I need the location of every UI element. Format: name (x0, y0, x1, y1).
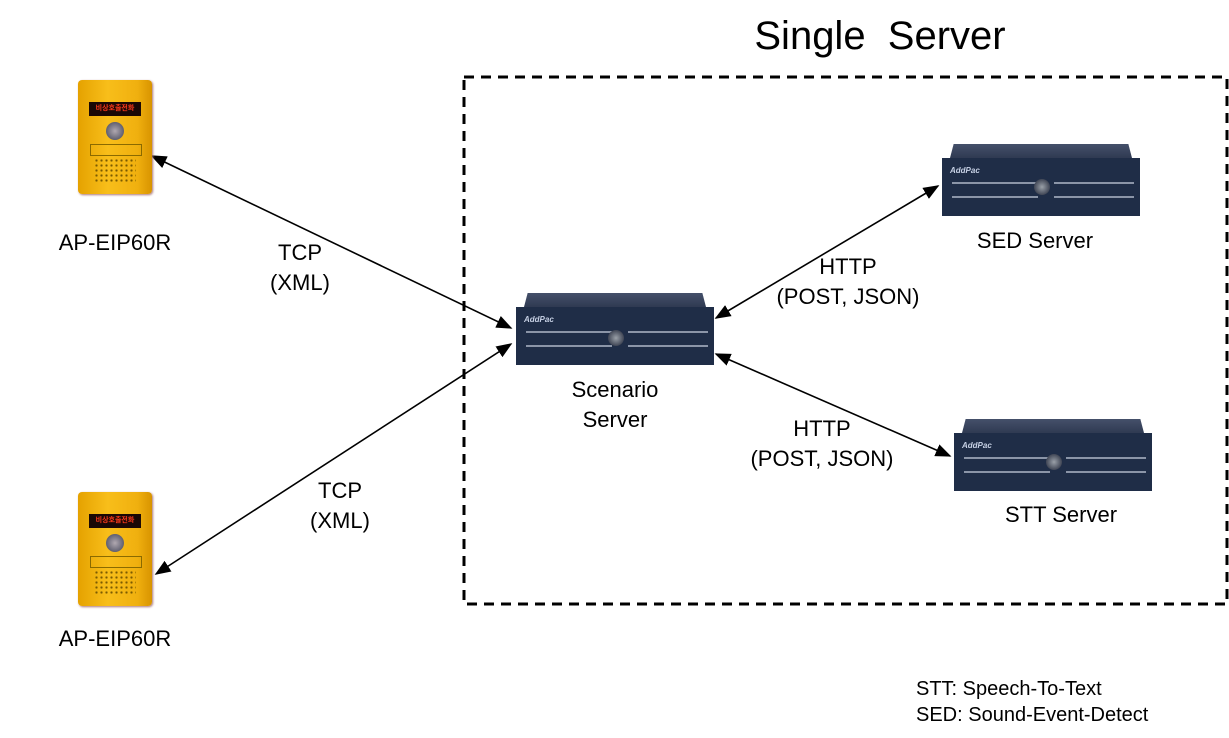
scenario-label-line1: Scenario (571, 377, 659, 402)
phone-speaker-grill-icon (94, 158, 136, 184)
server-rail (1066, 471, 1146, 473)
scenario-server-label: Scenario Server (540, 375, 690, 435)
server-power-knob-icon (1034, 179, 1050, 195)
arrow-scenario-stt (714, 353, 952, 457)
server-top-panel (962, 419, 1144, 433)
legend-item-stt: STT: Speech-To-Text (916, 678, 1102, 700)
diagram-title: Single Server (754, 14, 1006, 58)
server-brand-logo: AddPac (950, 166, 980, 175)
emergency-phone-device-1: 비상호출전화 (78, 80, 152, 194)
arrow-phone1-scenario (150, 155, 513, 329)
legend-item-sed: SED: Sound-Event-Detect (916, 704, 1149, 726)
stt-server-label: STT Server (1004, 502, 1118, 527)
edge-protocol: HTTP (793, 416, 851, 441)
server-power-knob-icon (608, 330, 624, 346)
phone-led-display: 비상호출전화 (89, 514, 141, 528)
server-rail (952, 196, 1038, 198)
phone1-label: AP-EIP60R (58, 230, 172, 255)
emergency-phone-device-2: 비상호출전화 (78, 492, 152, 606)
abbreviation-legend: STT: Speech-To-Text SED: Sound-Event-Det… (916, 676, 1148, 728)
phone-call-button-icon (106, 534, 124, 552)
server-rail (628, 345, 708, 347)
stt-server-device: AddPac (954, 419, 1152, 491)
phone-led-display: 비상호출전화 (89, 102, 141, 116)
edge-label-phone1-scenario: TCP (XML) (240, 238, 360, 298)
edge-format: (POST, JSON) (776, 284, 920, 309)
scenario-label-line2: Server (582, 407, 648, 432)
edge-format: (XML) (270, 270, 330, 295)
edge-format: (POST, JSON) (750, 446, 894, 471)
phone-instruction-plate (90, 144, 142, 156)
server-brand-logo: AddPac (962, 441, 992, 450)
single-server-boundary (462, 75, 1229, 606)
server-rail (628, 331, 708, 333)
edge-protocol: TCP (318, 478, 362, 503)
server-rail (526, 345, 612, 347)
server-power-knob-icon (1046, 454, 1062, 470)
server-rail (1054, 182, 1134, 184)
edge-label-scenario-sed: HTTP (POST, JSON) (750, 252, 946, 312)
server-rail (964, 471, 1050, 473)
phone2-label: AP-EIP60R (58, 626, 172, 651)
arrow-scenario-sed (714, 185, 940, 319)
server-rail (952, 182, 1038, 184)
sed-server-device: AddPac (942, 144, 1140, 216)
server-rail (1066, 457, 1146, 459)
server-brand-logo: AddPac (524, 315, 554, 324)
server-rail (964, 457, 1050, 459)
arrow-phone2-scenario (154, 343, 513, 575)
scenario-server-device: AddPac (516, 293, 714, 365)
sed-server-label: SED Server (976, 228, 1094, 253)
server-top-panel (524, 293, 706, 307)
phone-call-button-icon (106, 122, 124, 140)
edge-protocol: HTTP (819, 254, 877, 279)
phone-instruction-plate (90, 556, 142, 568)
phone-speaker-grill-icon (94, 570, 136, 596)
edge-format: (XML) (310, 508, 370, 533)
server-rail (526, 331, 612, 333)
edge-protocol: TCP (278, 240, 322, 265)
edge-label-scenario-stt: HTTP (POST, JSON) (724, 414, 920, 474)
edge-label-phone2-scenario: TCP (XML) (280, 476, 400, 536)
server-top-panel (950, 144, 1132, 158)
server-rail (1054, 196, 1134, 198)
